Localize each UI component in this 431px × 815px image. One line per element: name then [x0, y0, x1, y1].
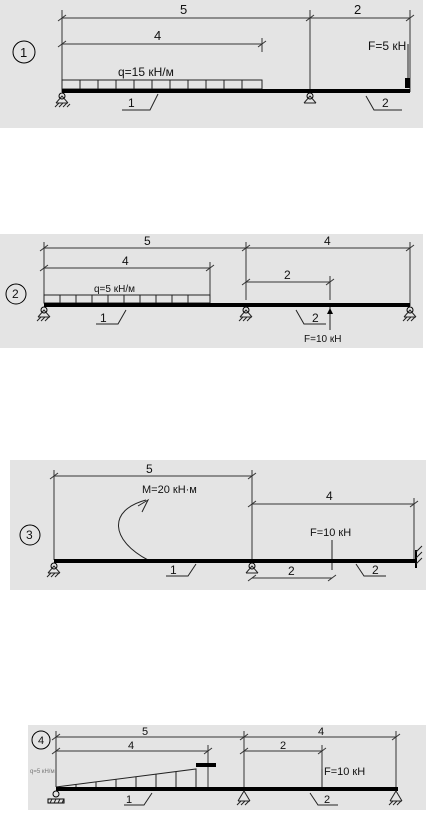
scheme-2-force-label: F=10 кН — [304, 334, 341, 345]
scheme-4-force-offset-label: 2 — [280, 740, 286, 752]
scheme-4-load-length-label: 4 — [128, 740, 134, 752]
scheme-2-number-badge — [5, 283, 27, 305]
scheme-2-span-right-label: 4 — [324, 234, 331, 248]
scheme-2-panel: 5 4 4 2 q=5 кН/м F=10 кН 1 2 2 — [0, 234, 423, 348]
scheme-3-panel: 5 4 M=20 кН·м F=10 кН 2 1 2 3 — [10, 460, 426, 590]
scheme-4-panel: 5 4 4 2 q=5 кН/м F=10 кН 1 2 4 — [28, 725, 426, 810]
scheme-1-number: 1 — [20, 45, 27, 60]
scheme-1-bar-1-label: 1 — [128, 96, 135, 110]
scheme-1-pin-support-icon — [54, 92, 71, 108]
scheme-2-span-left-label: 5 — [144, 234, 151, 248]
scheme-3-pin-support-left-icon — [46, 562, 61, 578]
scheme-3-fixed-support-icon — [415, 545, 423, 568]
scheme-4-fixed-support-left-icon — [47, 790, 65, 804]
scheme-4-bar-2-label: 2 — [324, 794, 330, 806]
scheme-4-span-left-label: 5 — [142, 726, 148, 738]
scheme-2-diagram: 5 4 4 2 q=5 кН/м F=10 кН 1 2 2 — [5, 234, 417, 345]
scheme-2-pin-support-left-icon — [36, 306, 51, 322]
scheme-4-bar-1-label: 1 — [126, 794, 132, 806]
scheme-1-bar-2-label: 2 — [382, 96, 389, 110]
scheme-4-pin-support-right-icon — [388, 790, 403, 806]
scheme-2-pin-support-right-icon — [402, 306, 417, 322]
scheme-1-diagram: 5 2 4 q=15 кН/м F=5 кН 1 2 1 — [12, 2, 415, 111]
scheme-2-number: 2 — [12, 287, 19, 301]
scheme-2-distributed-load-label: q=5 кН/м — [94, 284, 135, 295]
scheme-4-span-right-label: 4 — [318, 726, 324, 738]
scheme-3-bar-2-label: 2 — [372, 563, 379, 577]
scheme-1-span-left-label: 5 — [180, 2, 187, 17]
scheme-1-number-badge — [12, 40, 36, 64]
scheme-3-moment-label: M=20 кН·м — [142, 484, 197, 496]
scheme-4-diagram: 5 4 4 2 q=5 кН/м F=10 кН 1 2 4 — [30, 726, 403, 806]
scheme-3-diagram: 5 4 M=20 кН·м F=10 кН 2 1 2 3 — [19, 462, 423, 582]
scheme-4-distributed-load-label: q=5 кН/м — [30, 769, 55, 775]
scheme-1-span-right-label: 2 — [354, 2, 361, 17]
scheme-3-force-offset-label: 2 — [288, 564, 295, 578]
scheme-1-load-length-label: 4 — [154, 28, 161, 43]
scheme-2-bar-1-label: 1 — [100, 311, 107, 325]
scheme-3-moment-arc — [118, 499, 149, 561]
scheme-2-load-length-label: 4 — [122, 254, 129, 268]
scheme-3-number-badge — [19, 524, 41, 546]
scheme-4-number-badge — [31, 730, 51, 750]
scheme-3-span-right-label: 4 — [326, 489, 333, 503]
scheme-1-distributed-load — [61, 79, 263, 90]
scheme-3-pin-support-middle-icon — [245, 562, 259, 574]
scheme-2-force-offset-label: 2 — [284, 268, 291, 282]
scheme-4-number: 4 — [38, 735, 44, 747]
scheme-1-panel: 5 2 4 q=15 кН/м F=5 кН 1 2 1 — [0, 0, 423, 128]
scheme-2-distributed-load — [43, 294, 211, 304]
scheme-4-distributed-load — [55, 768, 197, 788]
scheme-3-bar-1-label: 1 — [170, 563, 177, 577]
scheme-2-bar-2-label: 2 — [312, 311, 319, 325]
scheme-3-span-left-label: 5 — [146, 462, 153, 476]
scheme-3-force-label: F=10 кН — [310, 527, 351, 539]
scheme-4-force-label: F=10 кН — [324, 766, 365, 778]
scheme-1-force-label: F=5 кН — [368, 39, 406, 53]
scheme-4-pin-support-middle-icon — [236, 790, 251, 806]
scheme-3-number: 3 — [26, 528, 33, 542]
scheme-1-distributed-load-label: q=15 кН/м — [118, 65, 174, 79]
scheme-1-roller-support-icon — [303, 92, 317, 104]
scheme-2-pin-support-middle-icon — [238, 306, 253, 322]
